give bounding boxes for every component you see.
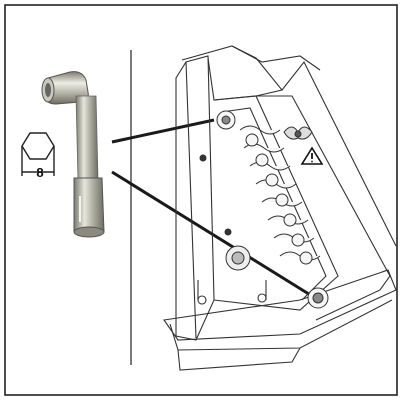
heat-exchanger-coils (216, 110, 329, 309)
boiler-housing (163, 45, 397, 371)
wing-nut-icon (283, 126, 313, 140)
socket-wrench-icon (41, 71, 105, 238)
warning-triangle-icon (300, 146, 324, 165)
pointer-line-top (111, 118, 215, 144)
figure-border (4, 4, 398, 396)
gas-fitting (199, 154, 251, 271)
wrench-size-label: 8 (36, 165, 44, 180)
hex-nut-icon (21, 132, 55, 176)
